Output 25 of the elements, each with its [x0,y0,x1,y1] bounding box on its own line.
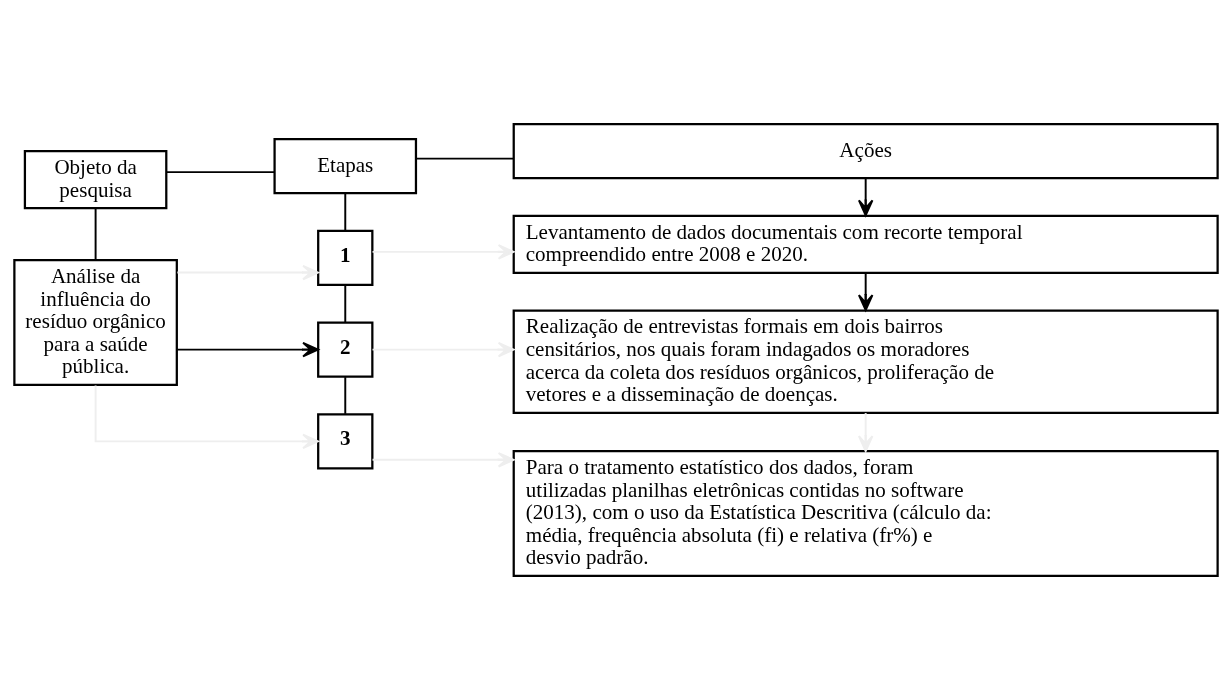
connector [344,192,347,232]
node-box: 2 [317,321,374,378]
node-box: Levantamento de dados documentais com recorte temporal compreendido entre 2008 e 2020. [512,214,1219,275]
connector [94,207,97,262]
node-box: Ações [512,122,1219,180]
connector [415,157,515,160]
arrow [857,272,874,312]
connector [344,376,347,415]
node-box: Para o tratamento estatístico dos dados, foram utilizadas planilhas eletrônicas contidas no software (2013), com o uso da Estatística Descritiva (cálculo da: média, frequência absoluta (fi) e relativa (fr%) e desvio padrão. [512,450,1219,578]
arrow [94,384,320,450]
node-box: Objeto da pesquisa [23,149,168,210]
arrow [176,264,320,281]
connector [165,171,276,174]
node-box: Etapas [273,137,418,195]
arrow [857,177,874,217]
arrow [371,244,515,260]
arrow [371,341,515,358]
arrow [371,452,515,468]
arrow [176,341,320,358]
node-box: Análise da influência do resíduo orgânico para a saúde pública. [13,259,178,387]
node-box: Realização de entrevistas formais em dois bairros censitários, nos quais foram indagados os moradores acerca da coleta dos resíduos orgânicos, proliferação de vetores e a disseminação de doenças. [512,309,1219,414]
node-box: 3 [317,413,374,470]
node-box: 1 [317,229,374,287]
arrow [857,412,874,453]
connector [344,284,347,324]
